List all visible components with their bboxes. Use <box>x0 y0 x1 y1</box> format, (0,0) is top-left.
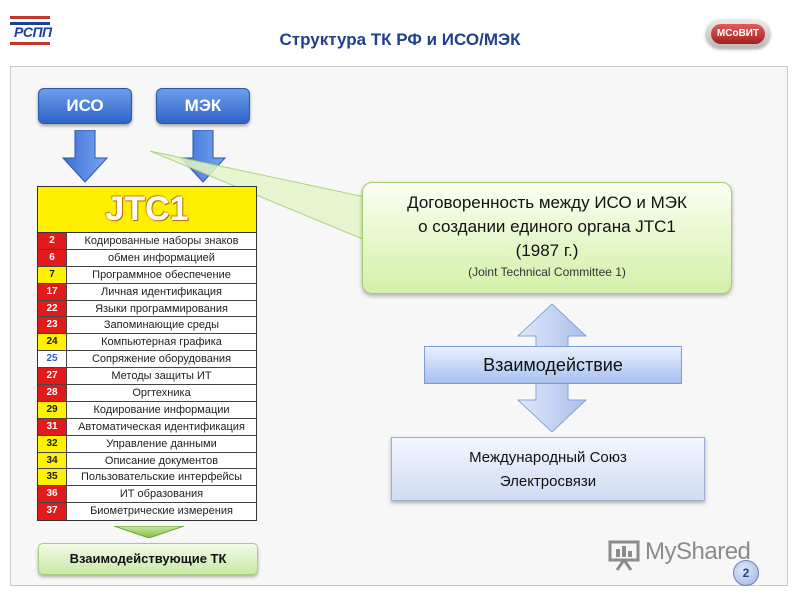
committee-number: 25 <box>38 351 67 368</box>
committee-label: Описание документов <box>104 454 219 467</box>
committee-number: 27 <box>38 368 67 385</box>
table-row: 36 ИТ образования <box>38 486 256 504</box>
badge-label: МСоВИТ <box>711 24 765 44</box>
committee-number: 28 <box>38 385 67 401</box>
callout-line4: (Joint Technical Committee 1) <box>468 265 626 279</box>
table-row: 35 Пользовательские интерфейсы <box>38 469 256 487</box>
logo-stripe <box>10 16 50 19</box>
committee-label: ИТ образования <box>119 488 204 501</box>
table-row: 22 Языки программирования <box>38 300 256 318</box>
logo-stripe <box>10 42 50 45</box>
table-row: 24 Компьютерная графика <box>38 334 256 352</box>
committee-label: Компьютерная графика <box>101 336 222 349</box>
jtc1-rows: 2 Кодированные наборы знаков 6 обмен информ… <box>38 233 256 521</box>
table-row: 32 Управление данными <box>38 435 256 453</box>
committee-number: 31 <box>38 418 67 435</box>
interacting-tk-button[interactable]: Взаимодействующие ТК <box>38 543 258 575</box>
committee-label: Биометрические измерения <box>90 505 233 518</box>
table-row: 27 Методы защиты ИТ <box>38 368 256 386</box>
down-arrow-icon <box>62 130 108 183</box>
committee-label: Кодированные наборы знаков <box>84 235 239 247</box>
committee-number: 34 <box>38 452 67 469</box>
jtc1-table: JTC1 2 Кодированные наборы знаков 6 обмен и… <box>37 186 257 522</box>
interaction-bar: Взаимодействие <box>424 346 682 384</box>
presentation-icon <box>608 540 640 571</box>
committee-label: Пользовательские интерфейсы <box>80 471 243 484</box>
table-row: 17 Личная идентификация <box>38 283 256 301</box>
committee-label: Личная идентификация <box>100 285 222 298</box>
itu-line2: Электросвязи <box>499 473 597 490</box>
table-row: 23 Запоминающие среды <box>38 317 256 335</box>
table-row: 29 Кодирование информации <box>38 401 256 419</box>
itu-box: Международный Союз Электросвязи <box>391 437 705 501</box>
committee-label: Языки программирования <box>95 302 228 315</box>
table-row: 7 Программное обеспечение <box>38 266 256 284</box>
watermark-text: MyShared <box>645 538 751 565</box>
callout-line2: о создании единого органа JTC1 <box>418 217 676 236</box>
msovit-badge: МСоВИТ <box>706 20 770 48</box>
table-row: 6 обмен информацией <box>38 249 256 267</box>
committee-number: 17 <box>38 283 67 300</box>
down-chevron-icon <box>114 526 184 538</box>
table-row: 2 Кодированные наборы знаков <box>38 233 256 250</box>
iso-button[interactable]: ИСО <box>38 88 132 124</box>
jtc1-title: JTC1 <box>38 187 256 233</box>
committee-number: 29 <box>38 401 67 418</box>
committee-label: Запоминающие среды <box>103 319 220 332</box>
committee-number: 7 <box>38 266 67 283</box>
committee-label: Методы защиты ИТ <box>111 370 212 383</box>
itu-line1: Международный Союз <box>469 449 627 466</box>
page-number: 2 <box>733 560 759 586</box>
committee-number: 24 <box>38 334 67 351</box>
committee-label: Сопряжение оборудования <box>91 353 232 366</box>
committee-number: 22 <box>38 300 67 317</box>
rspp-logo: РСПП <box>10 10 54 56</box>
committee-label: Управление данными <box>106 437 217 450</box>
committee-number: 36 <box>38 486 67 503</box>
committee-number: 2 <box>38 233 67 249</box>
committee-number: 35 <box>38 469 67 486</box>
committee-label: обмен информацией <box>108 251 215 264</box>
logo-stripe <box>10 22 50 25</box>
table-row: 34 Описание документов <box>38 452 256 470</box>
committee-label: Программное обеспечение <box>92 268 231 281</box>
callout-line1: Договоренность между ИСО и МЭК <box>407 193 687 212</box>
table-row: 31 Автоматическая идентификация <box>38 418 256 436</box>
committee-number: 6 <box>38 249 67 266</box>
logo-text: РСПП <box>14 24 52 40</box>
table-row: 37 Биометрические измерения <box>38 503 256 521</box>
committee-label: Автоматическая идентификация <box>78 420 245 433</box>
committee-number: 32 <box>38 435 67 452</box>
committee-label: Кодирование информации <box>93 403 230 416</box>
page-title: Структура ТК РФ и ИСО/МЭК <box>279 30 521 49</box>
committee-label: Оргтехника <box>132 387 191 400</box>
callout-line3: (1987 г.) <box>515 241 579 260</box>
committee-number: 37 <box>38 503 67 521</box>
myshared-watermark: MyShared <box>607 538 767 574</box>
table-row: 25 Сопряжение оборудования <box>38 351 256 369</box>
iec-button[interactable]: МЭК <box>156 88 250 124</box>
agreement-callout: Договоренность между ИСО и МЭК о создани… <box>362 182 732 294</box>
table-row: 28 Оргтехника <box>38 385 256 402</box>
committee-number: 23 <box>38 317 67 334</box>
